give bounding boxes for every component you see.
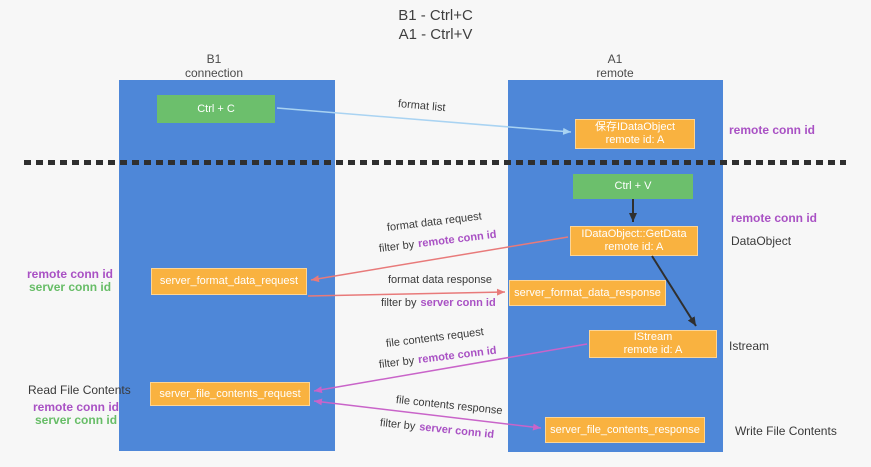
box-server-format-data-request-label: server_format_data_request xyxy=(159,275,299,287)
label-format-data-request: format data request xyxy=(386,210,483,234)
label-server-conn-id-mid-left: server conn id xyxy=(29,280,112,294)
lifeline-a1-id: A1 xyxy=(607,52,623,66)
box-istream: IStream remote id: A xyxy=(589,330,717,358)
box-save-idataobject: 保存IDataObject remote id: A xyxy=(575,119,695,149)
box-ctrl-c-label: Ctrl + C xyxy=(197,102,235,115)
box-server-file-contents-response-label: server_file_contents_response xyxy=(550,423,700,436)
box-server-format-data-request: server_format_data_request xyxy=(151,268,307,295)
label-file-contents-request: file contents request xyxy=(385,326,485,350)
box-ctrl-c: Ctrl + C xyxy=(157,95,275,123)
label-remote-conn-id-top-right: remote conn id xyxy=(729,123,816,137)
box-save-idataobject-line1: 保存IDataObject xyxy=(594,121,676,133)
label-dataobject: DataObject xyxy=(731,234,792,248)
label-server-conn-id-bottom-left: server conn id xyxy=(35,413,118,427)
filter-prefix: filter by xyxy=(378,238,415,255)
label-format-list: format list xyxy=(397,98,447,115)
box-server-file-contents-request-label: server_file_contents_request xyxy=(159,387,301,400)
box-server-file-contents-request: server_file_contents_request xyxy=(150,382,310,406)
box-idataobject-getdata-line2: remote id: A xyxy=(604,241,664,253)
label-file-contents-response: file contents response xyxy=(395,394,504,418)
label-remote-conn-id-bottom-left: remote conn id xyxy=(33,400,120,414)
box-save-idataobject-line2: remote id: A xyxy=(605,134,665,146)
box-server-file-contents-response: server_file_contents_response xyxy=(545,417,705,443)
title-line-2: A1 - Ctrl+V xyxy=(398,26,473,43)
box-idataobject-getdata-line1: IDataObject::GetData xyxy=(581,228,687,240)
filter-key-remote-conn-id: remote conn id xyxy=(417,344,498,367)
box-ctrl-v-label: Ctrl + V xyxy=(614,180,652,192)
box-server-format-data-response: server_format_data_response xyxy=(509,280,666,306)
diagram-title: B1 - Ctrl+C A1 - Ctrl+V xyxy=(0,6,871,44)
box-idataobject-getdata: IDataObject::GetData remote id: A xyxy=(570,226,698,256)
label-remote-conn-id-mid-left: remote conn id xyxy=(27,267,114,281)
phase-separator-dashed-line xyxy=(24,160,846,165)
lifeline-b1-id: B1 xyxy=(206,52,222,66)
label-format-data-response: format data response xyxy=(388,274,492,286)
lifeline-b1-role: connection xyxy=(184,66,244,80)
box-ctrl-v: Ctrl + V xyxy=(573,174,693,199)
lifeline-header-a1: A1 remote xyxy=(515,52,715,80)
label-istream: Istream xyxy=(729,339,770,353)
label-read-file-contents: Read File Contents xyxy=(28,383,131,397)
filter-prefix: filter by xyxy=(381,297,417,309)
filter-key-remote-conn-id: remote conn id xyxy=(417,228,498,251)
filter-key-server-conn-id: server conn id xyxy=(420,297,496,309)
title-line-1: B1 - Ctrl+C xyxy=(398,7,473,24)
lifeline-header-b1: B1 connection xyxy=(114,52,314,80)
filter-prefix: filter by xyxy=(378,354,415,371)
lifeline-a1-role: remote xyxy=(596,66,634,80)
box-istream-line1: IStream xyxy=(633,331,673,343)
arrow-format-data-response xyxy=(307,288,506,297)
box-istream-line2: remote id: A xyxy=(623,344,683,356)
filter-prefix: filter by xyxy=(379,417,416,433)
box-server-format-data-response-label: server_format_data_response xyxy=(514,286,661,299)
label-remote-conn-id-mid-right: remote conn id xyxy=(731,211,818,225)
filter-key-server-conn-id: server conn id xyxy=(418,421,495,441)
label-write-file-contents: Write File Contents xyxy=(735,424,837,438)
